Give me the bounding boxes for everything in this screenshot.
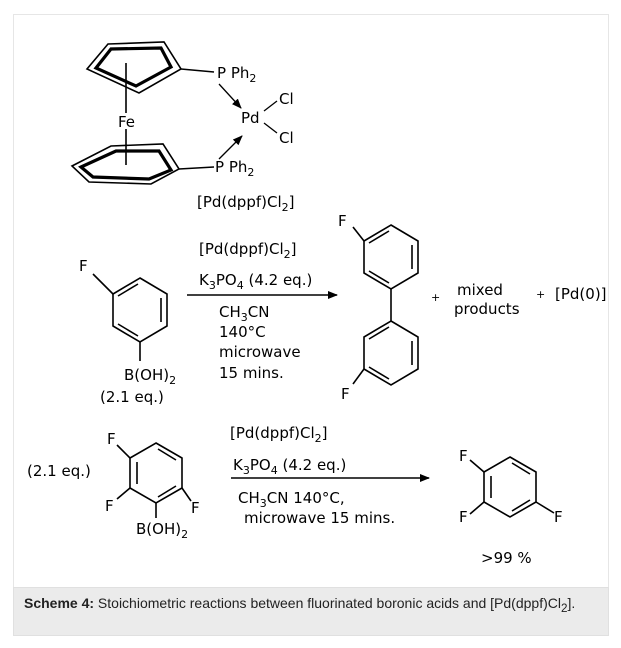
r2-yield: >99 % bbox=[481, 549, 532, 567]
r2-reagent: [Pd(dppf)Cl2] bbox=[230, 424, 327, 445]
r1-product bbox=[352, 224, 419, 386]
r1-plus-1: + bbox=[431, 291, 440, 304]
r2-prod-fluorine-3: F bbox=[554, 508, 563, 526]
catalyst-structure bbox=[70, 41, 278, 185]
r2-sm-fluorine-1: F bbox=[107, 430, 116, 448]
r2-sm-fluorine-3: F bbox=[191, 499, 200, 517]
r1-mixed-line2: products bbox=[454, 300, 520, 318]
r1-starting-material bbox=[92, 273, 168, 361]
r1-prod-fluorine-bottom: F bbox=[341, 385, 350, 403]
r2-conditions-line1: CH3CN 140°C, bbox=[238, 489, 345, 510]
r1-method: microwave bbox=[219, 343, 301, 361]
r2-product bbox=[469, 456, 555, 518]
r2-sm-equivalents: (2.1 eq.) bbox=[27, 462, 91, 480]
r1-pd0: [Pd(0)] bbox=[555, 285, 607, 303]
r2-prod-fluorine-2: F bbox=[459, 508, 468, 526]
r1-sm-fluorine: F bbox=[79, 257, 88, 275]
caption-box: Scheme 4: Stoichiometric reactions betwe… bbox=[13, 587, 609, 636]
r2-starting-material bbox=[116, 442, 192, 518]
scheme-frame: P Ph2 P Ph2 Fe Pd Cl Cl [Pd(dppf)Cl2] F … bbox=[13, 14, 609, 588]
r2-sm-boh2: B(OH)2 bbox=[136, 520, 188, 541]
r2-sm-fluorine-2: F bbox=[105, 497, 114, 515]
r1-prod-fluorine-top: F bbox=[338, 212, 347, 230]
bottom-cp-ring bbox=[70, 143, 181, 185]
r1-base: K3PO4 (4.2 eq.) bbox=[199, 271, 312, 292]
top-cp-ring bbox=[85, 41, 183, 94]
cl-label-1: Cl bbox=[279, 90, 294, 108]
r1-temperature: 140°C bbox=[219, 323, 266, 341]
r2-base: K3PO4 (4.2 eq.) bbox=[233, 456, 346, 477]
catalyst-name: [Pd(dppf)Cl2] bbox=[197, 193, 294, 214]
fe-label: Fe bbox=[118, 113, 135, 131]
caption-subscript: 2 bbox=[560, 601, 568, 615]
r1-solvent: CH3CN bbox=[219, 303, 269, 324]
r1-reagent: [Pd(dppf)Cl2] bbox=[199, 240, 296, 261]
r1-mixed-line1: mixed bbox=[457, 281, 503, 299]
scheme-caption: Scheme 4: Stoichiometric reactions betwe… bbox=[24, 594, 599, 618]
r1-plus-2: + bbox=[536, 288, 545, 301]
pph2-bottom-label: P Ph2 bbox=[215, 158, 254, 179]
caption-label: Scheme 4: bbox=[24, 595, 95, 611]
r1-sm-equivalents: (2.1 eq.) bbox=[100, 388, 164, 406]
reaction-scheme: P Ph2 P Ph2 Fe Pd Cl Cl [Pd(dppf)Cl2] F … bbox=[27, 41, 607, 567]
cl-label-2: Cl bbox=[279, 129, 294, 147]
r2-conditions-line2: microwave 15 mins. bbox=[244, 509, 395, 527]
caption-end: ]. bbox=[567, 595, 576, 611]
pph2-top-label: P Ph2 bbox=[217, 64, 256, 85]
caption-text: Stoichiometric reactions between fluorin… bbox=[94, 595, 561, 611]
pd-label: Pd bbox=[241, 109, 260, 127]
r2-prod-fluorine-1: F bbox=[459, 447, 468, 465]
r1-sm-boh2: B(OH)2 bbox=[124, 366, 176, 387]
r1-time: 15 mins. bbox=[219, 364, 284, 382]
